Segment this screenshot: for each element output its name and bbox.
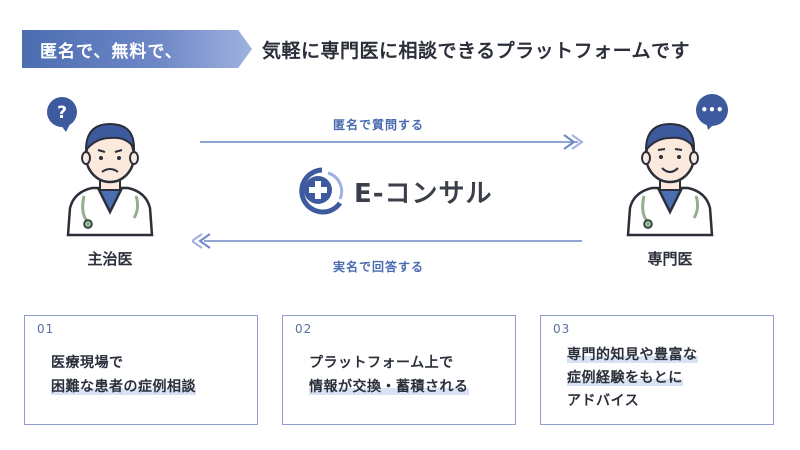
arrow-label-ask: 匿名で質問する [333, 118, 425, 132]
worried-doctor-icon: ? [47, 97, 154, 237]
svg-text:?: ? [57, 103, 67, 123]
primary-doctor: ? 主治医 [40, 90, 180, 268]
card-line-highlighted: 専門的知見や豊富な [567, 347, 698, 363]
header-ribbon: 匿名で、無料で、 [22, 30, 252, 68]
card-line: プラットフォーム上で [309, 355, 454, 371]
card-number: 03 [553, 322, 571, 336]
card-line: 医療現場で [51, 355, 124, 371]
card-line-highlighted: 困難な患者の症例相談 [51, 379, 196, 395]
card-number: 01 [37, 322, 55, 336]
feature-card-2: 02 プラットフォーム上で 情報が交換・蓄積される [282, 315, 516, 425]
specialist-doctor-label: 専門医 [647, 250, 693, 268]
specialist-doctor: ••• 専門医 [600, 90, 740, 268]
arrow-left-icon [192, 233, 582, 249]
feature-card-3: 03 専門的知見や豊富な 症例経験をもとに アドバイス [540, 315, 774, 425]
header-ribbon-text: 匿名で、無料で、 [40, 41, 183, 62]
e-consult-logo: E-コンサル [290, 165, 520, 215]
card-line-highlighted: 情報が交換・蓄積される [309, 379, 469, 395]
primary-doctor-label: 主治医 [87, 250, 133, 268]
card-line: アドバイス [567, 393, 640, 409]
svg-text:•••: ••• [700, 103, 723, 117]
arrow-label-answer: 実名で回答する [333, 260, 425, 274]
card-line-highlighted: 症例経験をもとに [567, 370, 683, 386]
card-number: 02 [295, 322, 313, 336]
logo-text: E-コンサル [354, 179, 493, 209]
feature-card-1: 01 医療現場で 困難な患者の症例相談 [24, 315, 258, 425]
tagline: 気軽に専門医に相談できるプラットフォームです [262, 40, 691, 62]
smiling-doctor-icon: ••• [626, 94, 728, 237]
medical-cross-logo-icon [299, 167, 344, 215]
arrow-right-icon [200, 134, 584, 150]
